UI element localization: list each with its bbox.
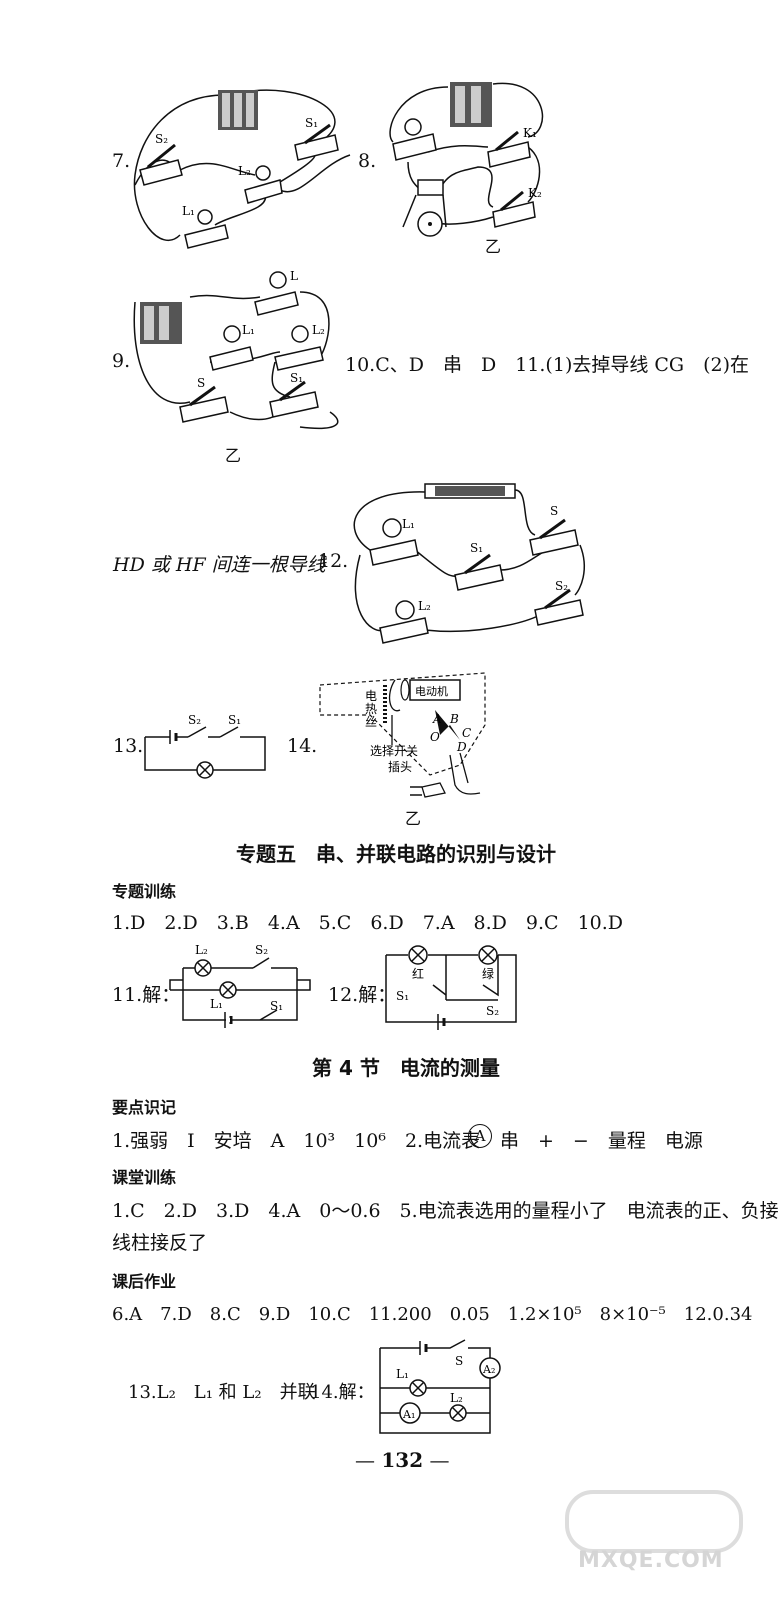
label-S1: S₁ bbox=[228, 713, 241, 727]
label-C: C bbox=[462, 726, 471, 740]
label-S2: S₂ bbox=[486, 1004, 499, 1018]
homework-q14: 14.解： bbox=[310, 1382, 375, 1403]
label-A: A bbox=[432, 712, 442, 726]
label-D: D bbox=[456, 740, 467, 754]
ammeter-symbol: A bbox=[468, 1124, 492, 1148]
item-12-number: 12. bbox=[318, 550, 349, 572]
green-label: 绿 bbox=[482, 966, 494, 981]
label-A1: A₁ bbox=[402, 1408, 415, 1421]
item-8-number: 8. bbox=[358, 150, 377, 172]
section-5-title: 专题五 串、并联电路的识别与设计 bbox=[236, 842, 556, 866]
circuit-diagram-12: L₁ S₁ S S₂ L₂ bbox=[353, 483, 585, 644]
label-L2: L₂ bbox=[450, 1391, 463, 1405]
label-S1: S₁ bbox=[270, 999, 283, 1013]
red-label: 红 bbox=[412, 966, 424, 981]
circuit-diagram-s5-12: 红 绿 S₁ S₂ bbox=[385, 945, 517, 1030]
plug-label: 插头 bbox=[388, 760, 412, 774]
label-L1: L₁ bbox=[402, 517, 415, 531]
label-L: L bbox=[290, 269, 298, 283]
label-L2: L₂ bbox=[238, 164, 251, 178]
label-B: B bbox=[449, 712, 459, 726]
label-S: S bbox=[550, 504, 558, 518]
class-training-line-1: 1.C 2.D 3.D 4.A 0～0.6 5.电流表选用的量程小了 电流表的正… bbox=[112, 1200, 779, 1222]
label-K1: K₁ bbox=[523, 126, 537, 140]
heater-label-2: 热 bbox=[365, 702, 377, 716]
label-S: S bbox=[455, 1354, 463, 1368]
circuit-diagram-9: L L₁ L₂ S S₁ bbox=[133, 269, 339, 430]
label-L1: L₁ bbox=[242, 323, 255, 337]
heater-label-1: 电 bbox=[365, 689, 377, 703]
motor-box bbox=[409, 679, 461, 701]
label-S2: S₂ bbox=[555, 579, 568, 593]
item-13-number: 13. bbox=[113, 735, 144, 757]
key-points-answers: 1.强弱 I 安培 A 10³ 10⁶ 2.电流表 bbox=[112, 1130, 481, 1152]
circuit-diagram-13: S₂ S₁ bbox=[144, 713, 266, 779]
section-5-q12: 12.解： bbox=[328, 984, 397, 1006]
label-S2: S₂ bbox=[155, 132, 168, 146]
homework-heading: 课后作业 bbox=[112, 1272, 177, 1291]
label-K2: K₂ bbox=[528, 186, 542, 200]
watermark-badge-shape bbox=[565, 1490, 743, 1553]
answer-11-continued: HD 或 HF 间连一根导线 bbox=[113, 554, 326, 576]
heater-label-3: 丝 bbox=[365, 715, 377, 729]
label-S2: S₂ bbox=[255, 943, 268, 957]
section-4-title: 第 4 节 电流的测量 bbox=[312, 1056, 500, 1080]
homework-q13: 13.L₂ L₁ 和 L₂ 并联 bbox=[128, 1382, 316, 1403]
label-S1: S₁ bbox=[290, 371, 303, 385]
item-14-number: 14. bbox=[287, 735, 318, 757]
label-S2: S₂ bbox=[188, 713, 201, 727]
class-training-heading: 课堂训练 bbox=[112, 1168, 177, 1187]
label-L2: L₂ bbox=[418, 599, 431, 613]
label-L1: L₁ bbox=[182, 204, 195, 218]
motor-label: 电动机 bbox=[415, 684, 448, 698]
label-S: S bbox=[197, 376, 205, 390]
label-L1: L₁ bbox=[210, 997, 223, 1011]
label-S1: S₁ bbox=[470, 541, 483, 555]
item-7-number: 7. bbox=[112, 150, 131, 172]
hair-dryer-diagram: 电动机 电 热 丝 A B C D O 选择开关 插头 bbox=[319, 672, 486, 798]
label-L2: L₂ bbox=[312, 323, 325, 337]
key-points-answers-tail: 串 + − 量程 电源 bbox=[500, 1130, 703, 1152]
circuit-diagram-8: K₁ K₂ bbox=[389, 82, 544, 237]
label-A2: A₂ bbox=[482, 1363, 495, 1376]
circuit-diagram-7: S₂ S₁ L₂ L₁ bbox=[133, 89, 351, 249]
class-training-line-2: 线柱接反了 bbox=[112, 1232, 208, 1254]
item-8-caption: 乙 bbox=[485, 237, 502, 256]
answers-10-11: 10.C、D 串 D 11.(1)去掉导线 CG (2)在 bbox=[345, 354, 750, 376]
item-14-caption: 乙 bbox=[405, 809, 422, 828]
item-9-caption: 乙 bbox=[225, 446, 242, 465]
label-O: O bbox=[430, 730, 440, 744]
label-S1: S₁ bbox=[305, 116, 318, 130]
homework-answers: 6.A 7.D 8.C 9.D 10.C 11.200 0.05 1.2×10⁵… bbox=[112, 1304, 753, 1325]
watermark-text: MXQE.COM bbox=[578, 1548, 724, 1573]
key-points-heading: 要点识记 bbox=[112, 1098, 177, 1117]
label-L1: L₁ bbox=[396, 1367, 409, 1381]
section-5-subheading: 专题训练 bbox=[112, 882, 177, 901]
switch-label: 选择开关 bbox=[370, 744, 418, 758]
page-number: — 132 — bbox=[355, 1448, 450, 1472]
circuit-diagram-q14: S A₂ L₁ A₁ L₂ bbox=[379, 1339, 501, 1434]
watermark-logo: MXQE.COM bbox=[560, 1490, 743, 1590]
circuit-diagram-s5-11: L₂ S₂ L₁ S₁ bbox=[169, 943, 311, 1028]
label-L2: L₂ bbox=[195, 943, 208, 957]
section-5-q11: 11.解： bbox=[112, 984, 181, 1006]
item-9-number: 9. bbox=[112, 350, 131, 372]
label-S1: S₁ bbox=[396, 989, 409, 1003]
section-5-answers: 1.D 2.D 3.B 4.A 5.C 6.D 7.A 8.D 9.C 10.D bbox=[112, 912, 624, 934]
